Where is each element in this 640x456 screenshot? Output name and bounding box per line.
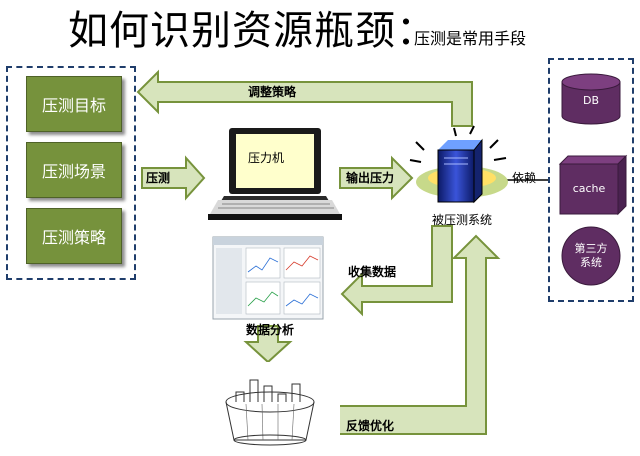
card-test-scenario: 压测场景	[26, 142, 122, 198]
card-test-goal: 压测目标	[26, 76, 122, 132]
label-adjust-strategy: 调整策略	[248, 85, 297, 99]
arrow-data-analysis	[243, 325, 293, 364]
label-collect-data: 收集数据	[348, 265, 397, 279]
cache-cube-icon	[558, 154, 628, 216]
arrow-test	[141, 155, 206, 201]
inputs-group	[6, 66, 136, 280]
label-feedback: 反馈优化	[346, 419, 395, 433]
label-system-under-test: 被压测系统	[432, 213, 493, 227]
label-db: DB	[582, 94, 600, 107]
card-test-strategy: 压测策略	[26, 208, 122, 264]
label-output-pressure: 输出压力	[346, 171, 395, 185]
page-subtitle: 压测是常用手段	[414, 29, 527, 48]
label-pressure-machine: 压力机	[248, 151, 285, 165]
arrow-collect-data	[340, 225, 453, 317]
arrow-adjust-strategy	[136, 69, 473, 127]
laptop-icon	[208, 128, 342, 220]
label-cache: cache	[572, 182, 606, 195]
arrow-feedback	[329, 234, 501, 435]
dashboard-screenshot	[212, 236, 324, 320]
server-icon	[409, 125, 508, 204]
dependencies-group	[548, 58, 634, 302]
db-cylinder-icon	[561, 73, 621, 125]
bucket-diagram-icon	[212, 362, 340, 446]
label-third-party: 第三方 系统	[574, 242, 608, 269]
label-data-analysis: 数据分析	[246, 323, 295, 337]
label-depends: 依赖	[512, 171, 537, 185]
third-party-circle-icon	[561, 226, 621, 286]
page-title: 如何识别资源瓶颈：	[68, 8, 437, 54]
arrow-output-pressure	[339, 155, 414, 201]
label-test: 压测	[146, 171, 171, 185]
